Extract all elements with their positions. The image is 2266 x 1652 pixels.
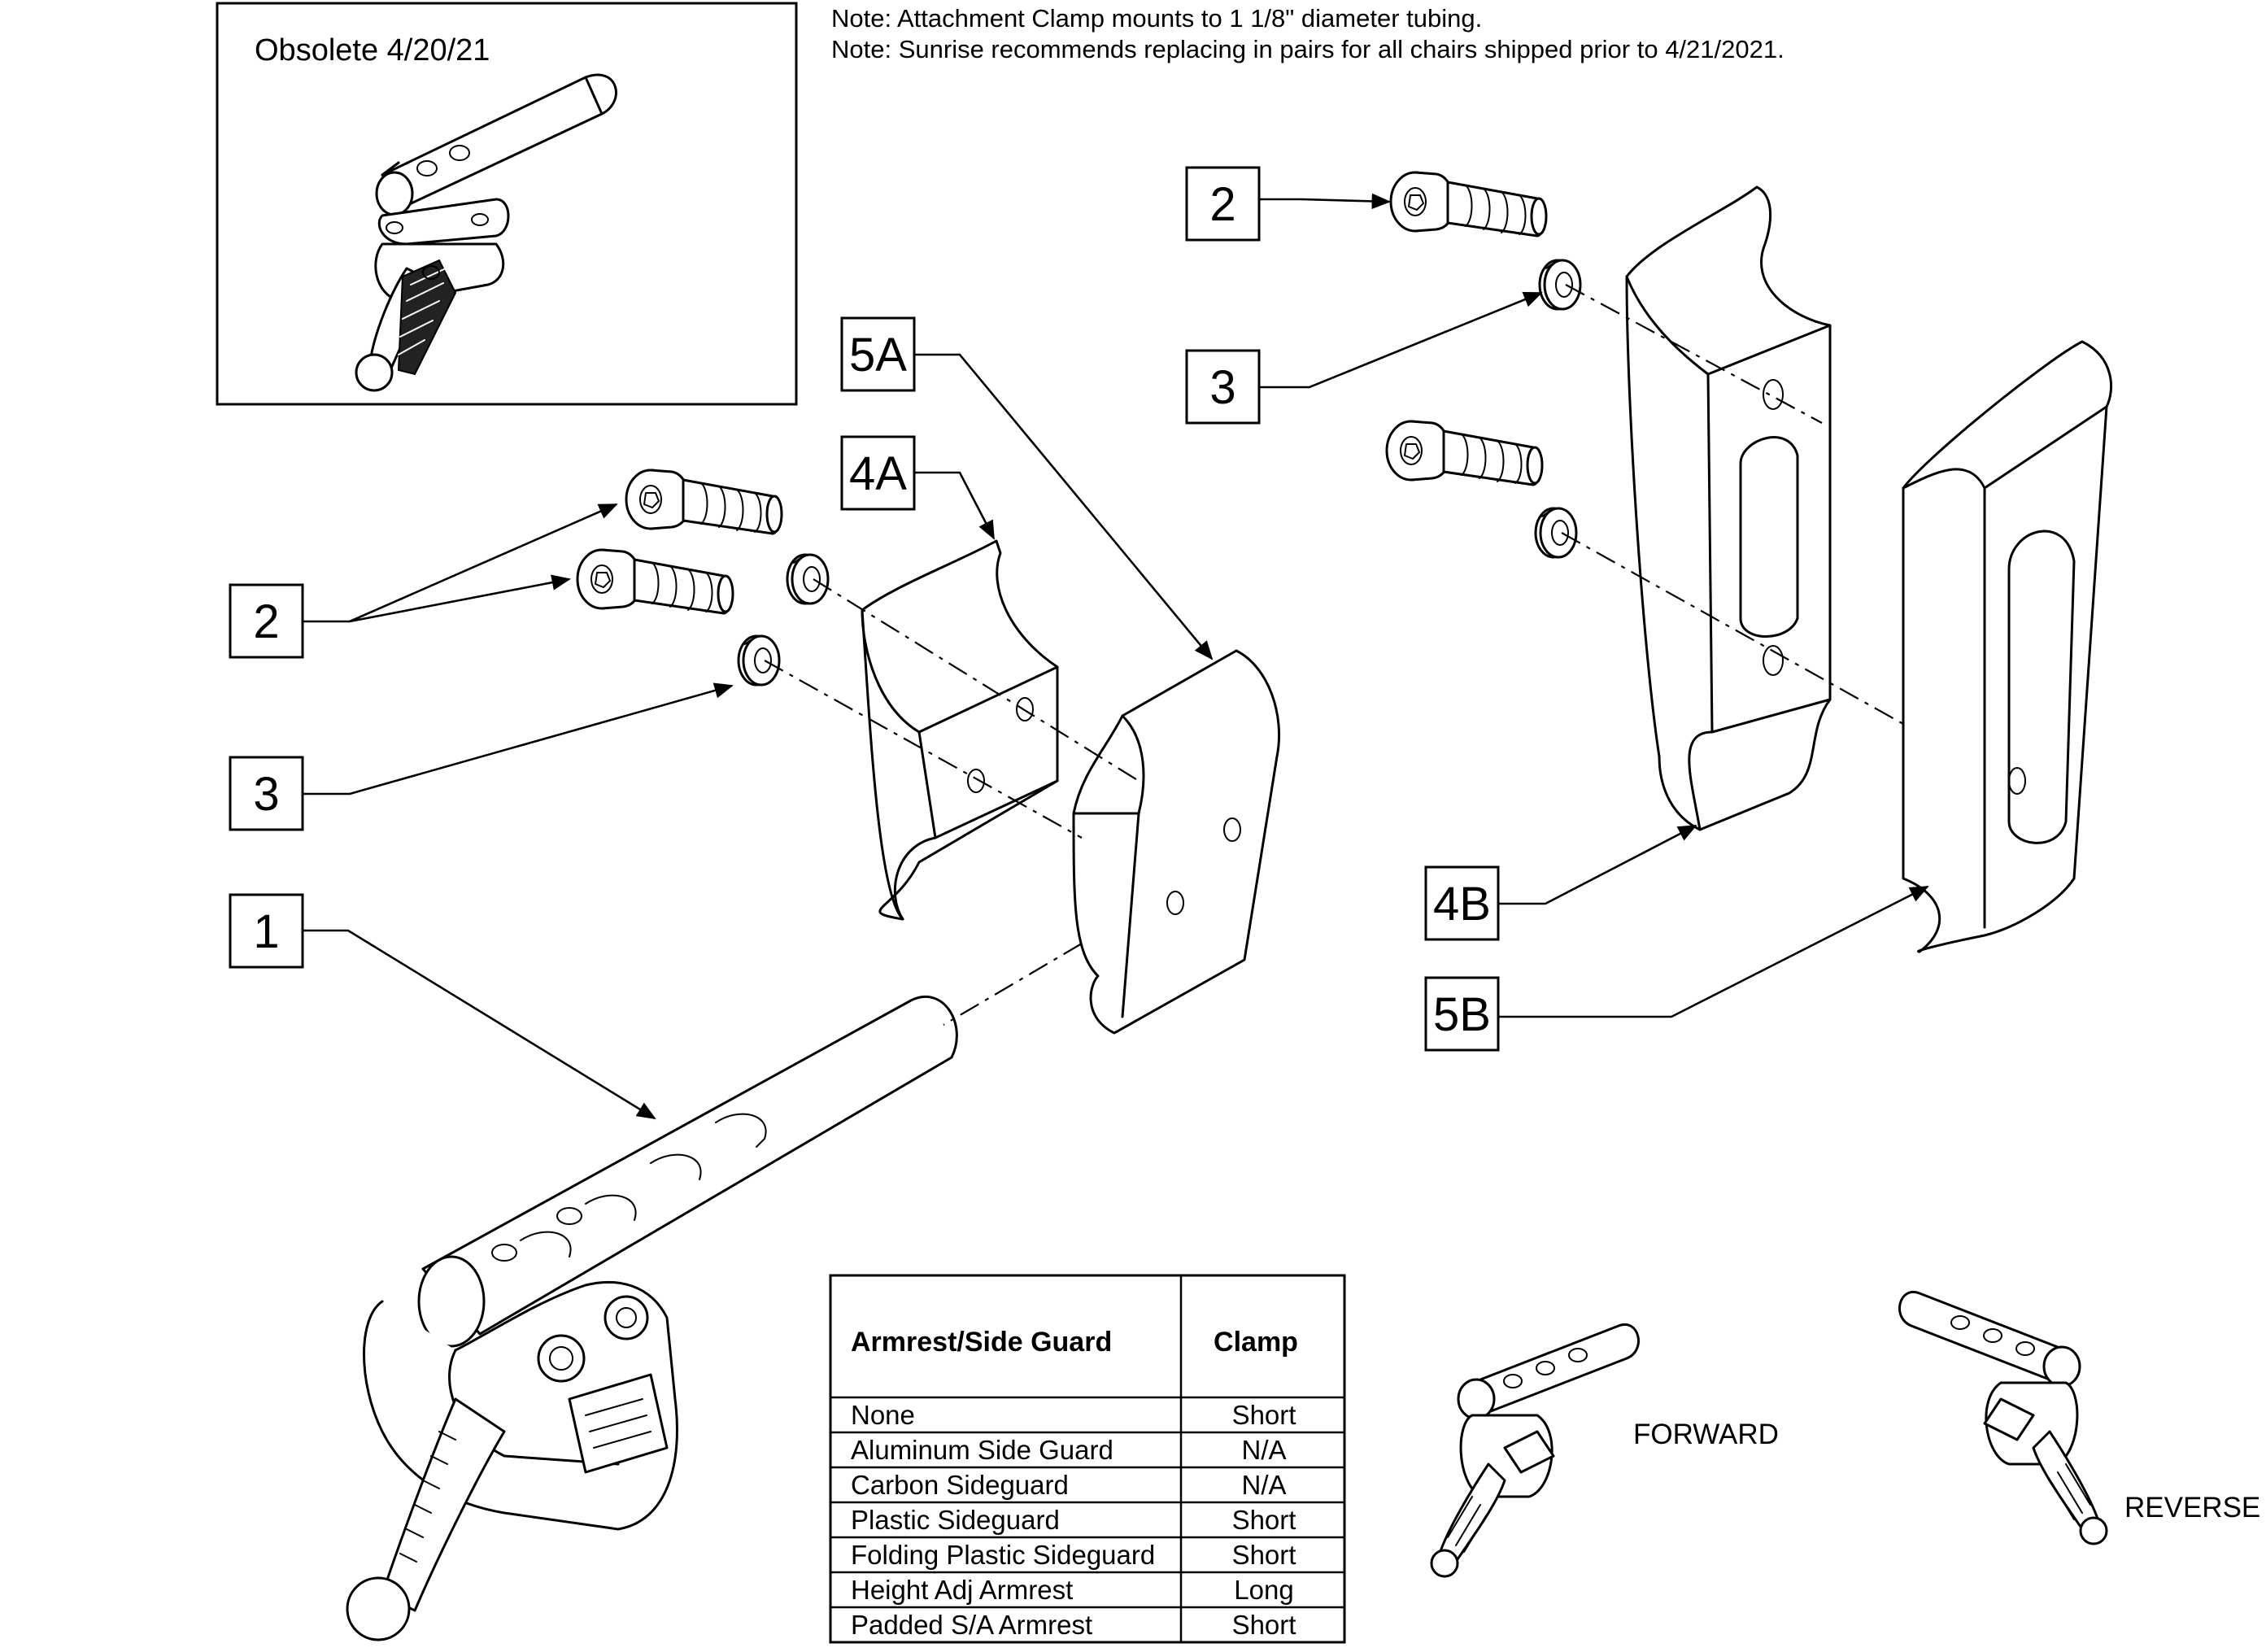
screw-right-lower [1385,420,1544,486]
reverse-label: REVERSE [2124,1492,2260,1523]
table-cell-clamp: Short [1232,1505,1296,1535]
lock-washer-right-lower [1534,507,1578,559]
lock-washer-left-upper [786,553,830,605]
armrest-clamp-table: Armrest/Side Guard Clamp None Short Alum… [829,1274,1346,1644]
svg-text:5A: 5A [849,329,907,381]
callout-5B: 5B [1424,976,1500,1052]
svg-text:3: 3 [253,768,279,821]
callout-4B: 4B [1424,865,1500,941]
table-cell-clamp: N/A [1241,1435,1286,1465]
svg-text:4A: 4A [849,447,907,500]
table-cell-armrest: Carbon Sideguard [851,1470,1069,1500]
inset-label: Obsolete 4/20/21 [255,33,490,68]
svg-text:1: 1 [253,905,279,958]
callout-5A: 5A [840,316,916,392]
lock-washer-left-lower [737,634,781,687]
callout-3-left: 3 [229,756,304,831]
svg-text:4B: 4B [1433,878,1491,931]
callout-4A: 4A [840,435,916,511]
callout-2-left: 2 [229,583,304,659]
svg-text:2: 2 [1209,178,1235,231]
leader-lines [303,193,1929,1120]
table-cell-armrest: Aluminum Side Guard [851,1435,1113,1465]
note-replace-pairs: Note: Sunrise recommends replacing in pa… [831,35,1784,63]
callout-2-right: 2 [1185,166,1261,242]
clamp-half-4B [1625,185,1832,831]
table-cell-armrest: Height Adj Armrest [851,1575,1073,1605]
obsolete-inset: Obsolete 4/20/21 [216,2,798,406]
screw-left-upper [625,469,783,535]
svg-text:5B: 5B [1433,988,1491,1041]
lock-washer-right-upper [1538,259,1582,311]
svg-text:3: 3 [1209,361,1235,414]
table-cell-clamp: N/A [1241,1470,1286,1500]
table-cell-armrest: Folding Plastic Sideguard [851,1540,1155,1570]
callout-3-right: 3 [1185,349,1261,425]
table-cell-clamp: Short [1232,1540,1296,1570]
screw-right-upper [1389,171,1548,238]
reverse-clamp-drawing [1898,1290,2108,1545]
clamp-half-5B [1902,340,2112,953]
clamp-half-4A [861,539,1059,921]
table-cell-armrest: None [851,1400,915,1430]
obsolete-clamp-drawing [355,73,617,392]
table-cell-armrest: Plastic Sideguard [851,1505,1060,1535]
mounting-tube [417,995,958,1348]
forward-clamp-drawing [1430,1323,1640,1578]
screw-left-lower [576,548,734,615]
table-header-clamp: Clamp [1214,1327,1298,1358]
svg-text:2: 2 [253,595,279,648]
clamp-half-5A [1072,649,1281,1035]
note-tubing: Note: Attachment Clamp mounts to 1 1/8" … [831,4,1482,33]
table-cell-clamp: Short [1232,1400,1296,1430]
callout-1: 1 [229,893,304,969]
table-header-armrest: Armrest/Side Guard [851,1327,1112,1358]
forward-label: FORWARD [1633,1419,1779,1450]
table-cell-clamp: Long [1234,1575,1293,1605]
clamp-body-with-lever [346,1280,678,1641]
table-cell-armrest: Padded S/A Armrest [851,1610,1092,1640]
table-cell-clamp: Short [1232,1610,1296,1640]
